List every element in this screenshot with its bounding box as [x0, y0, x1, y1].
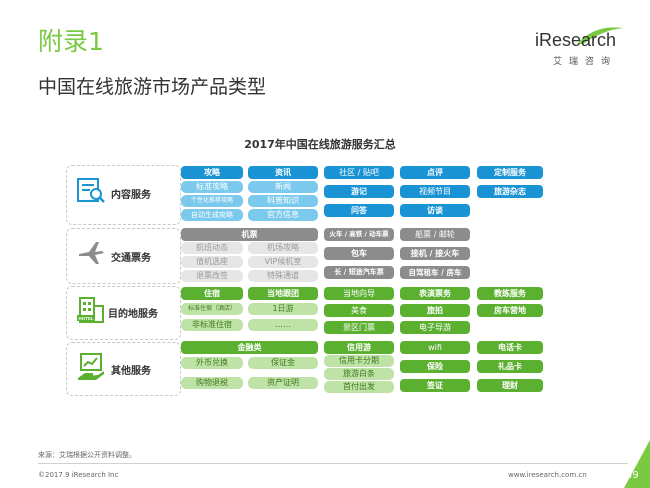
cell-licai: 理财 [477, 379, 543, 392]
cell-jinrong-item: 保证金 [248, 357, 318, 369]
chart-hand-icon [76, 352, 106, 382]
cell-zhusu-item: 非标准住宿 [181, 319, 243, 331]
cell-lvpai: 旅拍 [400, 304, 470, 317]
cell-youji: 游记 [324, 185, 394, 198]
cell-jipiao-item: 机场攻略 [248, 242, 318, 254]
cell-zijia: 自驾租车 / 房车 [400, 266, 470, 279]
category-label-destination: 目的地服务 [108, 309, 158, 320]
cell-qianzheng: 签证 [400, 379, 470, 392]
cell-jinrong-head: 金融类 [181, 341, 318, 354]
category-label-content: 内容服务 [111, 190, 151, 201]
cell-chuanpiao: 船票 / 邮轮 [400, 228, 470, 241]
cell-dianping: 点评 [400, 166, 470, 179]
cell-jiesong: 接机 / 接火车 [400, 247, 470, 260]
cell-jipiao-item: 退票改签 [181, 270, 243, 282]
cell-shequ: 社区 / 贴吧 [324, 166, 394, 179]
cell-xinyong-head: 信用游 [324, 341, 394, 354]
cell-changduan: 长 / 短途汽车票 [324, 266, 394, 279]
cell-zhusu-item: 标准住宿（酒店） [181, 303, 243, 315]
cell-menpiao: 景区门票 [324, 321, 394, 334]
summary-title: 2017年中国在线旅游服务汇总 [244, 138, 396, 151]
category-label-transport: 交通票务 [111, 253, 151, 264]
cell-gentuan-item: 1日游 [248, 303, 318, 315]
cell-yingdi: 房车营地 [477, 304, 543, 317]
cell-jinrong-item: 资产证明 [248, 377, 318, 389]
category-band-content [66, 165, 181, 225]
slide-subtitle: 中国在线旅游市场产品类型 [38, 76, 267, 98]
category-band-destination [66, 286, 181, 340]
cell-shipin: 视频节目 [400, 185, 470, 198]
cell-daoyou: 电子导游 [400, 321, 470, 334]
cell-zazhi: 旅游杂志 [477, 185, 543, 198]
footer-divider [38, 463, 628, 464]
cell-zixun-head: 资讯 [248, 166, 318, 179]
cell-zixun-item: 官方信息 [248, 209, 318, 221]
cell-gentuan-item: …… [248, 319, 318, 331]
cell-zixun-item: 科普知识 [248, 195, 318, 207]
cell-jipiao-item: 特殊通道 [248, 270, 318, 282]
logo-sub-text: 艾瑞咨询 [553, 57, 618, 67]
logo-swoosh-icon [577, 27, 623, 44]
hotel-building-icon: HOTEL [76, 295, 106, 325]
cell-xinyong-item: 旅游白条 [324, 368, 394, 380]
cell-meishi: 美食 [324, 304, 394, 317]
category-label-other: 其他服务 [111, 366, 151, 377]
cell-baoxian: 保险 [400, 360, 470, 373]
cell-baoche: 包车 [324, 247, 394, 260]
cell-zhusu-head: 住宿 [181, 287, 243, 300]
page-number: 49 [626, 470, 639, 481]
footer-copyright: ©2017.9 iResearch Inc [38, 471, 119, 479]
cell-dingzhi: 定制服务 [477, 166, 543, 179]
footer-source: 来源：艾瑞根据公开资料调整。 [38, 451, 136, 459]
cell-jiaolian: 教练服务 [477, 287, 543, 300]
cell-jipiao-item: VIP候机室 [248, 256, 318, 268]
footer-website: www.iresearch.com.cn [508, 471, 587, 479]
airplane-icon [76, 238, 106, 268]
slide-title: 附录1 [38, 27, 104, 56]
content-book-search-icon [76, 175, 106, 205]
cell-xinyong-item: 首付出发 [324, 381, 394, 393]
cell-gonglue-item: 个性化推荐攻略 [181, 195, 243, 207]
cell-fangtan: 访谈 [400, 204, 470, 217]
cell-gentuan-head: 当地跟团 [248, 287, 318, 300]
svg-text:HOTEL: HOTEL [79, 316, 95, 321]
cell-gonglue-head: 攻略 [181, 166, 243, 179]
cell-wifi: wifi [400, 341, 470, 354]
cell-zixun-item: 新闻 [248, 181, 318, 193]
page-corner-accent [624, 440, 650, 488]
cell-gonglue-item: 自动生成攻略 [181, 209, 243, 221]
cell-jipiao-head: 机票 [181, 228, 318, 241]
iresearch-logo: iResearch 艾瑞咨询 [535, 27, 627, 70]
cell-yanchu: 表演票务 [400, 287, 470, 300]
cell-jinrong-item: 外币兑换 [181, 357, 243, 369]
cell-lipinka: 礼品卡 [477, 360, 543, 373]
cell-huoche: 火车 / 高铁 / 动车票 [324, 228, 394, 241]
cell-jinrong-item: 购物退税 [181, 377, 243, 389]
cell-jipiao-item: 值机选座 [181, 256, 243, 268]
cell-dianhuaka: 电话卡 [477, 341, 543, 354]
cell-wenda: 问答 [324, 204, 394, 217]
cell-jipiao-item: 航班动态 [181, 242, 243, 254]
cell-xiangdao: 当地向导 [324, 287, 394, 300]
cell-gonglue-item: 标准攻略 [181, 181, 243, 193]
logo-main-text: iResearch [535, 30, 617, 50]
cell-xinyong-item: 信用卡分期 [324, 355, 394, 367]
